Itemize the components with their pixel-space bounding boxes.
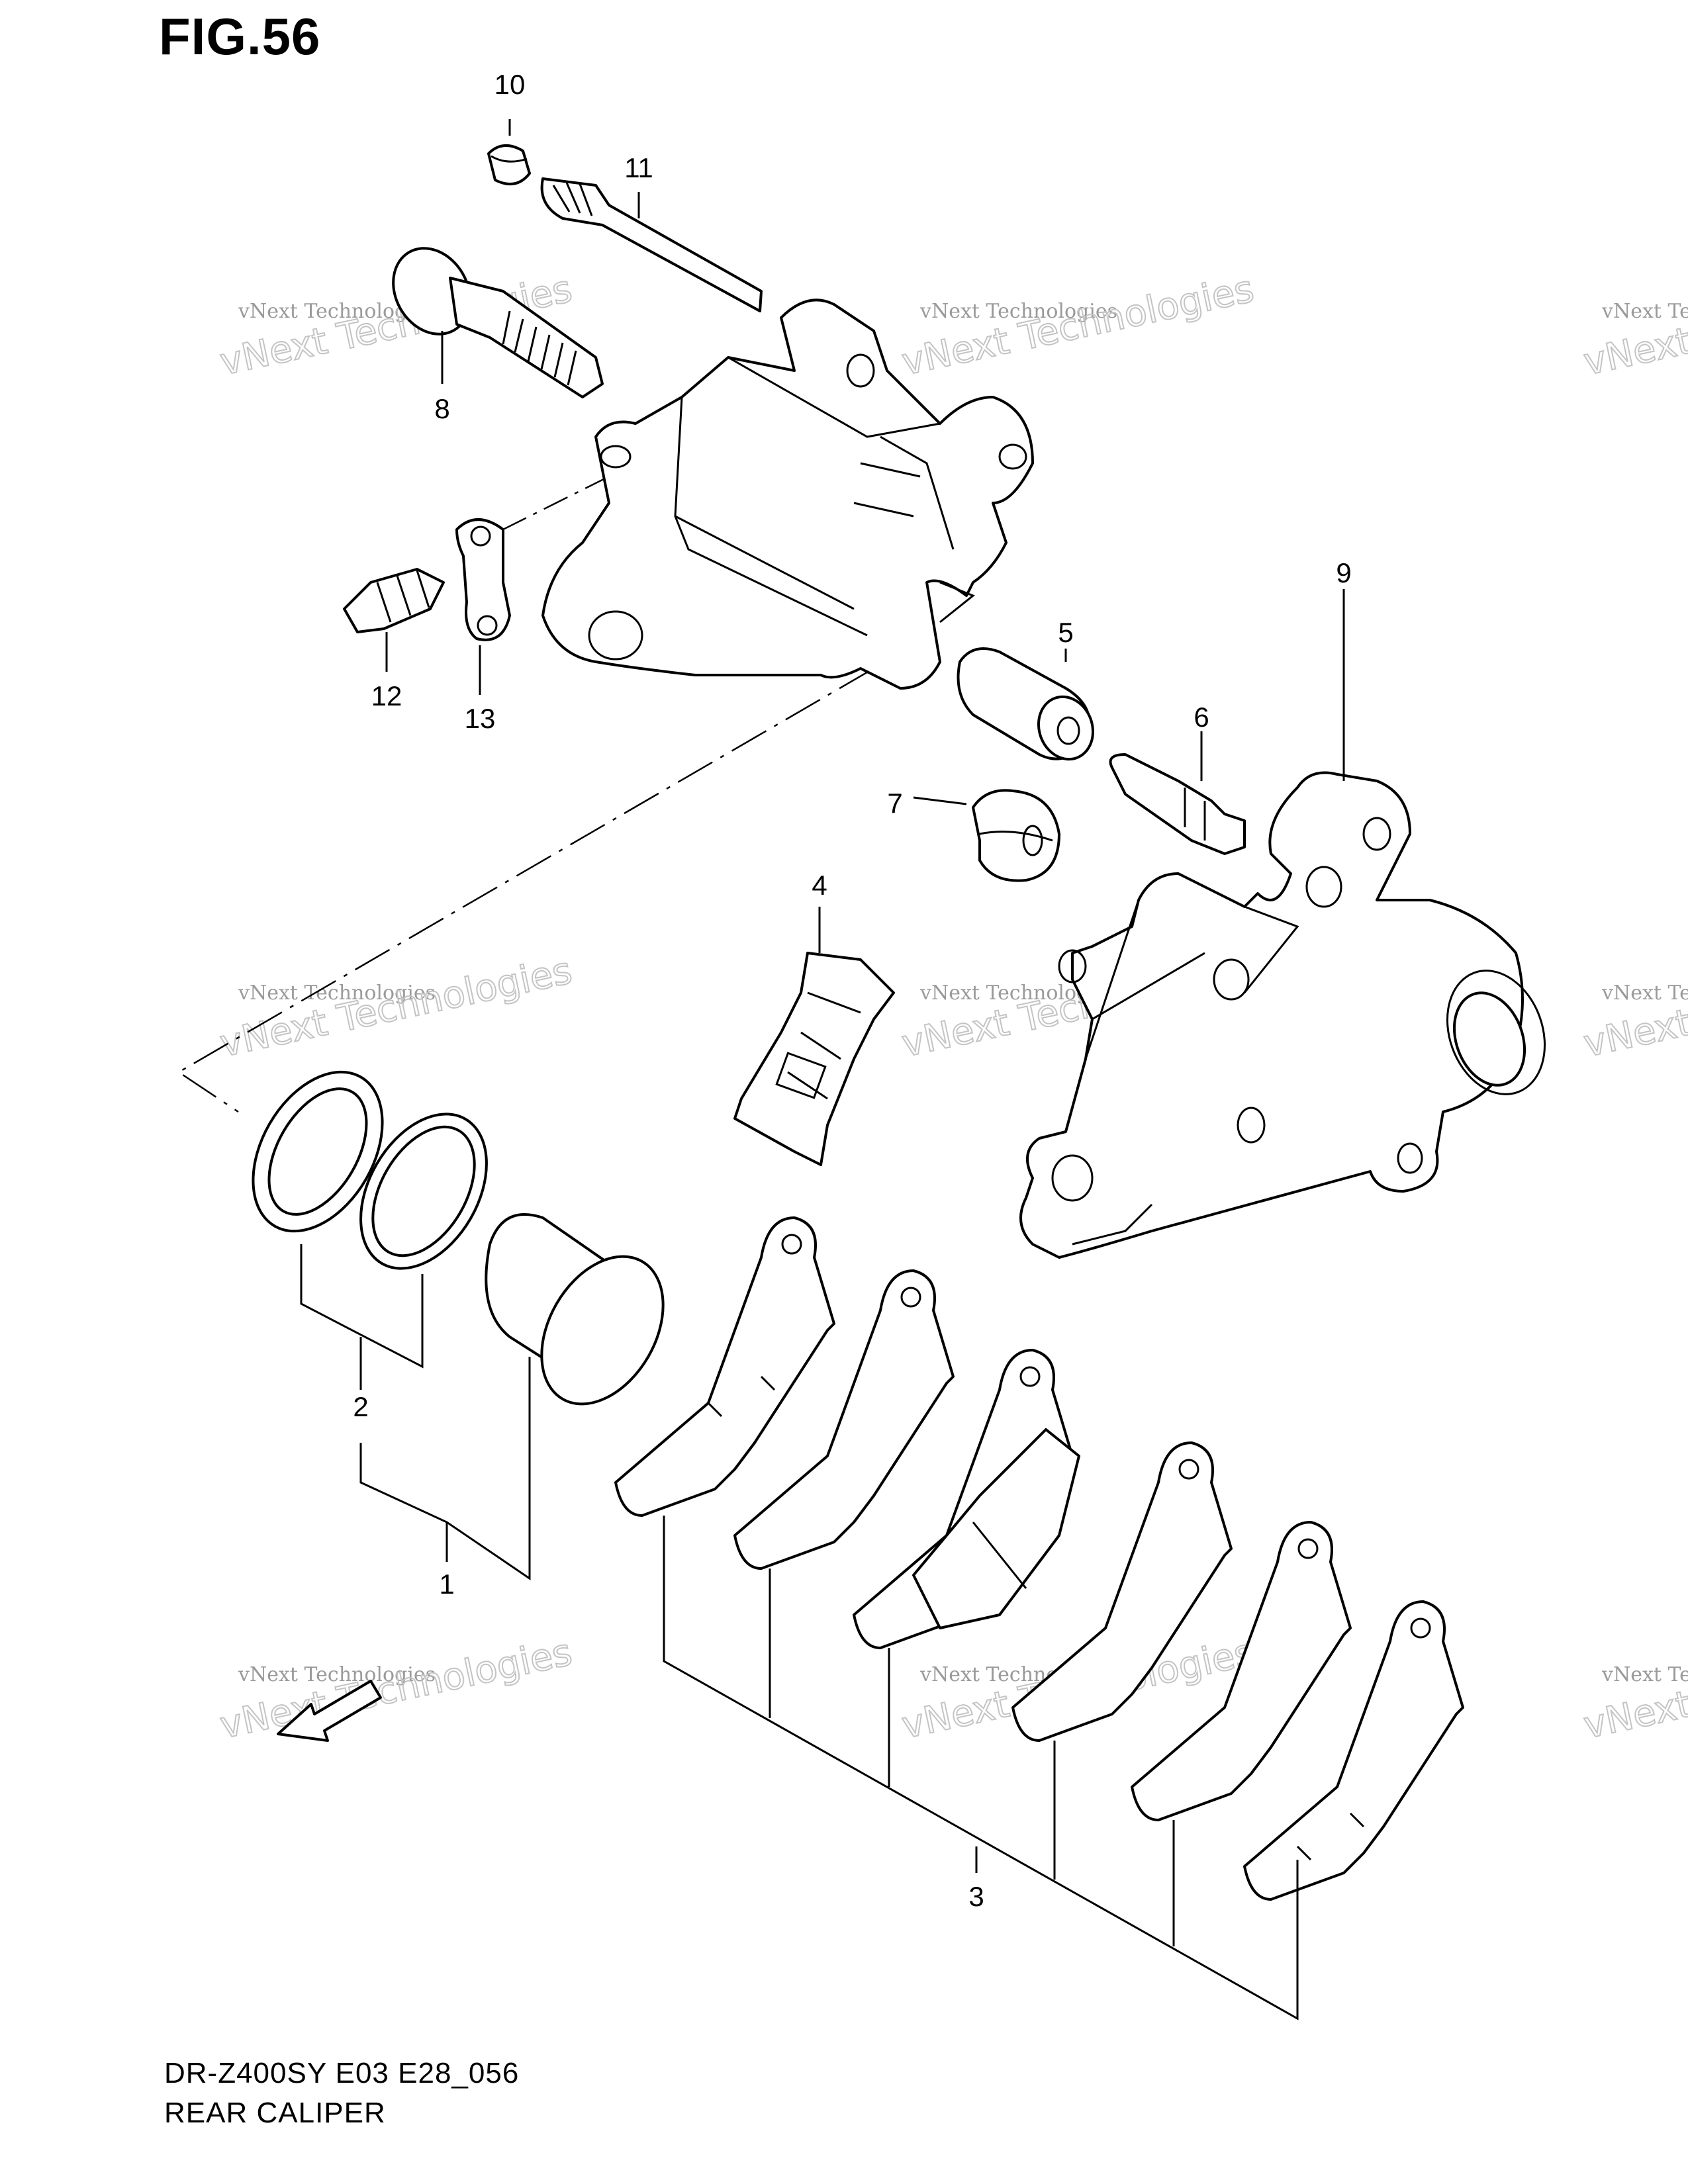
watermark-text: vNext Technologies xyxy=(1580,1631,1688,1747)
brake-pad xyxy=(1011,1441,1233,1742)
callout-numbers: 10 11 8 12 13 5 6 7 9 4 2 1 3 xyxy=(353,69,1351,1912)
watermark-text: vNext Technologies xyxy=(1601,981,1688,1005)
callout-1: 1 xyxy=(439,1569,454,1600)
callout-5: 5 xyxy=(1058,617,1073,648)
callout-10: 10 xyxy=(494,69,526,100)
watermark-text: vNext Technologies xyxy=(216,949,576,1066)
part-1-piston xyxy=(485,1213,665,1406)
watermark-text: vNext Technologies xyxy=(1601,300,1688,323)
model-code-caption: DR-Z400SY E03 E28_056 xyxy=(164,2057,520,2089)
caliper-body xyxy=(541,298,1034,690)
callout-11: 11 xyxy=(624,152,653,183)
callout-7: 7 xyxy=(887,788,902,819)
callout-4: 4 xyxy=(812,870,827,901)
part-3-brake-pads xyxy=(614,1216,1464,1901)
callout-8: 8 xyxy=(434,393,449,424)
brake-pad xyxy=(1131,1521,1352,1821)
watermark-text: vNext Technologies xyxy=(1580,949,1688,1066)
watermark-text: vNext Technologies xyxy=(1601,1663,1688,1686)
watermark-text: vNext Technologies xyxy=(1580,267,1688,384)
watermark-text: vNext Technologies xyxy=(216,1631,576,1747)
watermark-text: vNext Technologies xyxy=(238,981,436,1005)
callout-9: 9 xyxy=(1336,557,1351,588)
callout-13: 13 xyxy=(465,703,496,734)
brake-pad xyxy=(853,1349,1080,1649)
part-11-pin xyxy=(540,177,763,312)
leader-lines xyxy=(300,119,1345,2021)
bolt-axis-line xyxy=(502,475,610,531)
watermark-text: vNext Technologies xyxy=(238,1663,436,1686)
part-2-seals xyxy=(252,1070,488,1270)
callout-3: 3 xyxy=(968,1881,984,1912)
part-10-cap xyxy=(487,144,531,186)
brake-pad xyxy=(1243,1600,1464,1901)
callout-6: 6 xyxy=(1194,702,1209,733)
part-9-caliper-bracket xyxy=(1019,771,1546,1259)
watermark-text: vNext Technologies xyxy=(898,267,1258,384)
watermark-text: vNext Technologies xyxy=(919,300,1117,323)
forward-arrow-icon xyxy=(277,1680,382,1742)
part-5-sleeve xyxy=(957,647,1095,761)
part-4-pad-spring xyxy=(733,952,895,1166)
section-caption: REAR CALIPER xyxy=(164,2097,386,2129)
callout-12: 12 xyxy=(371,680,402,711)
callout-2: 2 xyxy=(353,1391,368,1422)
figure-title: FIG.56 xyxy=(159,7,321,66)
part-8-bolt xyxy=(392,247,604,398)
part-7-boot xyxy=(972,789,1060,882)
brake-pad xyxy=(733,1269,955,1570)
part-12-bleeder-screw xyxy=(343,568,445,633)
part-6-pin-bolt xyxy=(1109,753,1246,855)
part-13-link-plate xyxy=(455,518,511,641)
brake-pad xyxy=(614,1216,835,1517)
assembly-axis-line xyxy=(177,667,874,1113)
